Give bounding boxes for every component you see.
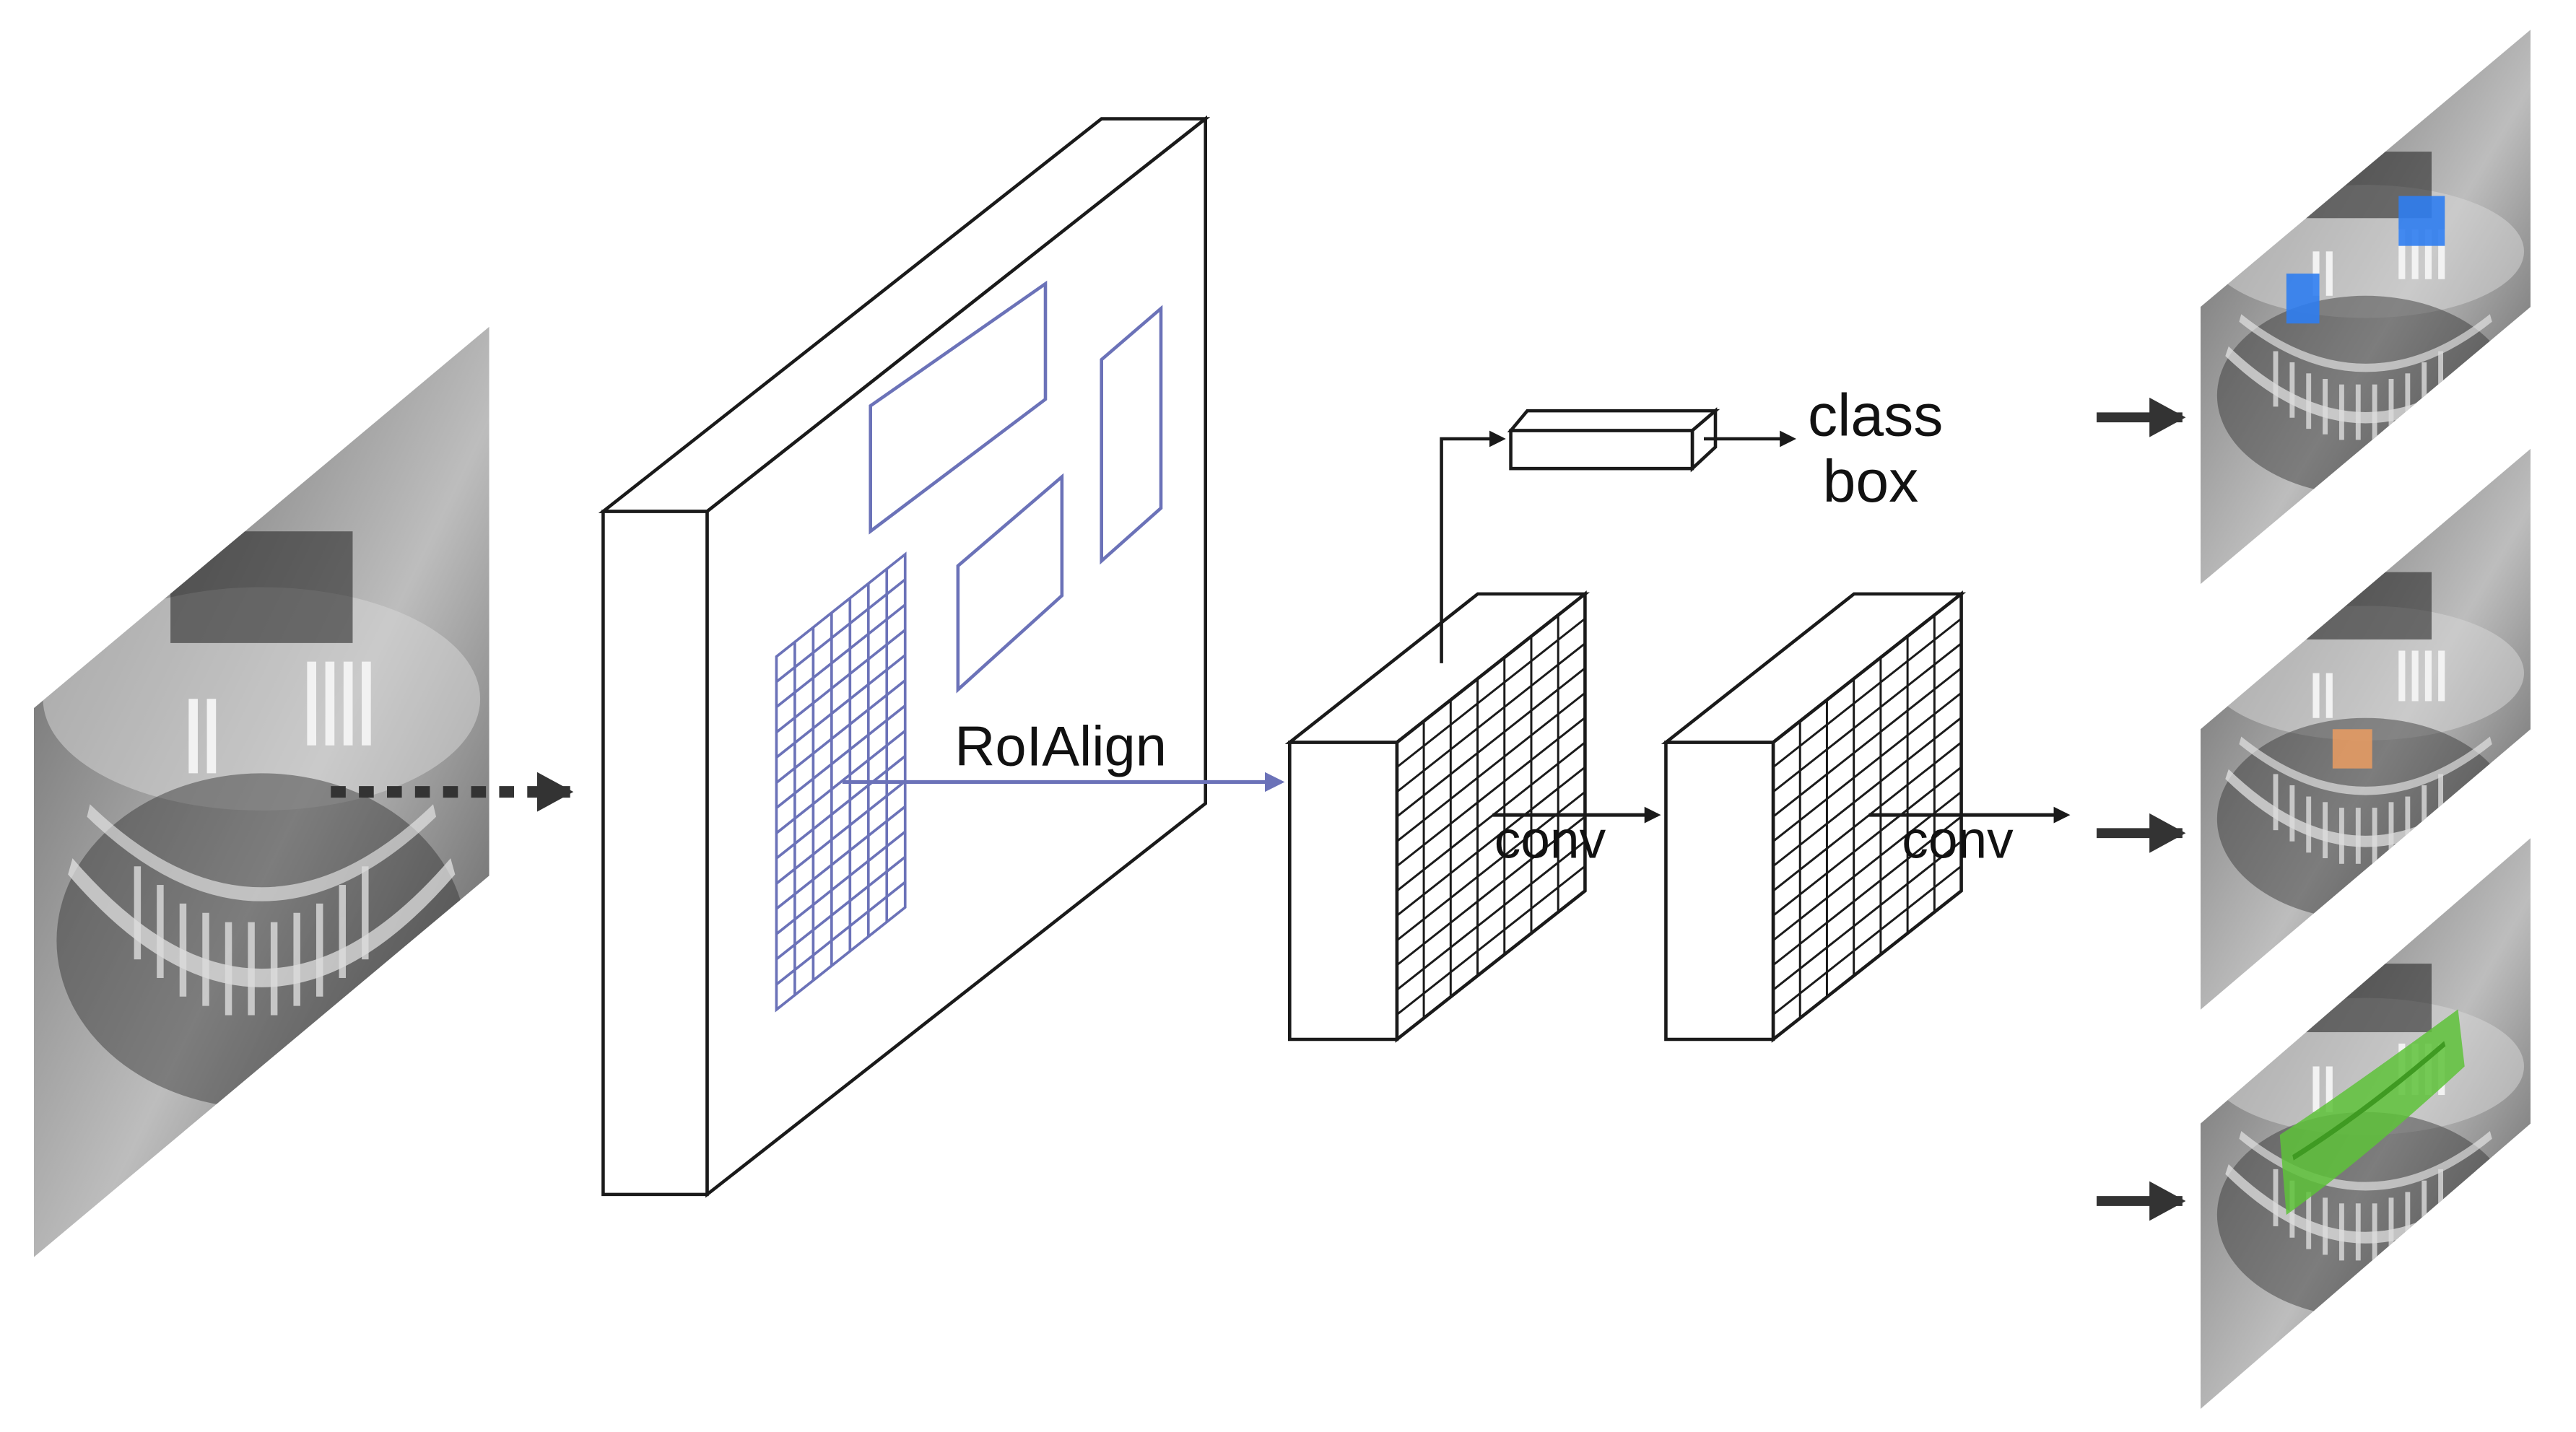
grid-line [1396,667,1586,818]
grid-line [775,830,906,935]
roi-grid [775,551,907,1013]
roi-proposals [869,280,1163,694]
grid-line [1396,766,1586,917]
grid-line [775,730,906,834]
grid-line [1396,691,1586,842]
grid-line [1396,642,1586,793]
grid-line [775,704,906,809]
grid-line [775,881,906,986]
grid-line [1396,816,1586,966]
roi-grid-outline [775,551,907,1013]
grid-line [1772,816,1962,966]
grid-line [775,654,906,759]
grid-line [775,855,906,961]
mask-head-grid [1772,615,1962,1018]
roi-box-3 [956,473,1064,694]
class-label: class [1808,383,1943,448]
grid-line [1396,741,1586,892]
grid-line [1772,691,1962,842]
grid-line [1772,667,1962,818]
class-highlight-orange [2332,729,2372,769]
grid-line [1772,717,1962,868]
branch-arrow-up [1440,430,1506,663]
segmentation-mask-green [2279,1009,2465,1215]
roi-box-2 [1100,305,1163,565]
conv-label-1: conv [1494,811,1606,870]
grid-line [775,679,906,784]
output-xray-segmentation [2201,838,2531,1409]
grid-line [1396,717,1586,868]
grid-line [1396,840,1586,991]
grid-line [775,629,906,733]
grid-line [1772,840,1962,991]
grid-line [775,755,906,860]
detection-blue-1 [2286,274,2320,324]
roi-feature-grid [1396,615,1586,1018]
grid-line [775,578,906,684]
output-xray-class-highlight [2201,449,2531,1010]
grid-line [775,805,906,910]
grid-line [1396,617,1586,769]
grid-line [1396,865,1586,1016]
roi-box-1 [869,280,1048,535]
grid-line [1772,642,1962,793]
grid-line [1772,766,1962,917]
roialign-label: RoIAlign [954,716,1167,778]
fc-layer-box [1507,407,1720,473]
conv-label-2: conv [1902,811,2014,870]
box-label: box [1823,449,1919,515]
grid-line [1772,617,1962,769]
grid-line [775,780,906,885]
detection-blue-2 [2398,196,2445,246]
grid-line [775,603,906,709]
grid-line [1772,741,1962,892]
output-xray-detections [2201,30,2531,584]
grid-line [1772,865,1962,1016]
